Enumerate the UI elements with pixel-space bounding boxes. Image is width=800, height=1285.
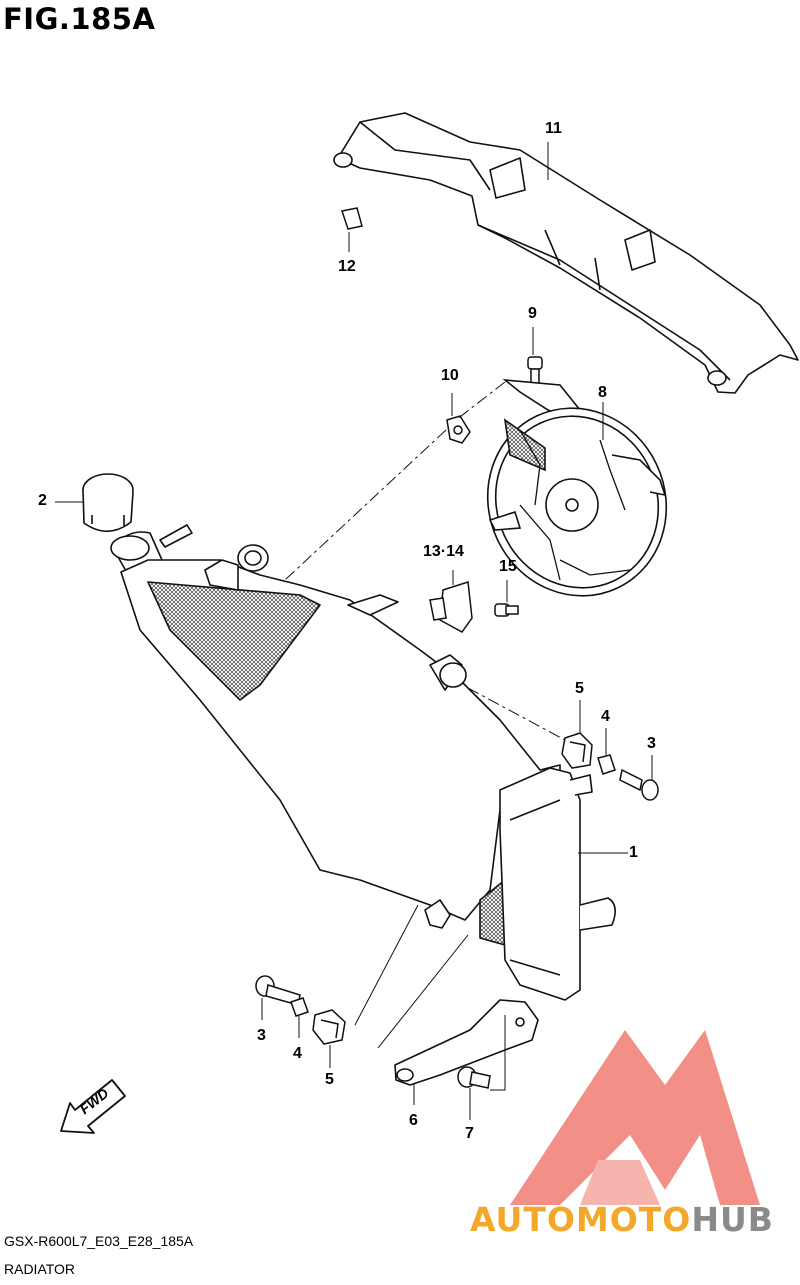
grommet-part-5-lower	[312, 1009, 346, 1045]
callout-15: 15	[499, 558, 517, 575]
watermark-logo	[510, 1030, 760, 1205]
bolt-part-3-right	[619, 768, 659, 801]
callout-12: 12	[338, 258, 356, 275]
callout-9: 9	[528, 305, 537, 322]
callout-10: 10	[441, 367, 459, 384]
fwd-arrow	[60, 1079, 126, 1134]
figure-name: RADIATOR	[4, 1261, 76, 1277]
nut-part-10	[446, 415, 471, 444]
callout-4-right: 4	[601, 708, 610, 725]
callout-7: 7	[465, 1125, 474, 1142]
figure-code: GSX-R600L7_E03_E28_185A	[4, 1233, 194, 1249]
watermark-text-part2: HUB	[691, 1200, 774, 1239]
clip-part-12	[341, 207, 363, 230]
watermark-text: AUTOMOTOHUB	[470, 1200, 774, 1239]
bolt-part-9	[527, 356, 543, 388]
leader-lines	[55, 142, 653, 1120]
radiator-part-1	[110, 524, 616, 1001]
grommet-part-5-right	[561, 732, 593, 769]
cooling-fan-part-8	[486, 378, 668, 597]
callout-4-lower: 4	[293, 1045, 302, 1062]
screw-part-15	[494, 603, 519, 617]
callout-6: 6	[409, 1112, 418, 1129]
callout-5-lower: 5	[325, 1071, 334, 1088]
bolt-part-7	[457, 1066, 491, 1089]
lower-bracket-part-6	[394, 999, 539, 1086]
collar-part-4-lower	[290, 997, 309, 1017]
callout-8: 8	[598, 384, 607, 401]
radiator-cover-part-11	[333, 112, 799, 394]
radiator-cap-part-2	[82, 473, 134, 533]
bolt-part-3-lower	[255, 975, 301, 1006]
bracket-part-13-14	[429, 581, 473, 633]
callout-3-lower: 3	[257, 1027, 266, 1044]
callout-11: 11	[545, 120, 562, 137]
callout-5-right: 5	[575, 680, 584, 697]
watermark-text-part1: AUTOMOTO	[470, 1200, 692, 1239]
callout-2: 2	[38, 492, 47, 509]
callout-13-14: 13·14	[423, 543, 464, 560]
collar-part-4-right	[597, 754, 616, 775]
callout-1: 1	[629, 844, 638, 861]
callout-3-right: 3	[647, 735, 656, 752]
figure-title: FIG.185A	[3, 2, 156, 36]
